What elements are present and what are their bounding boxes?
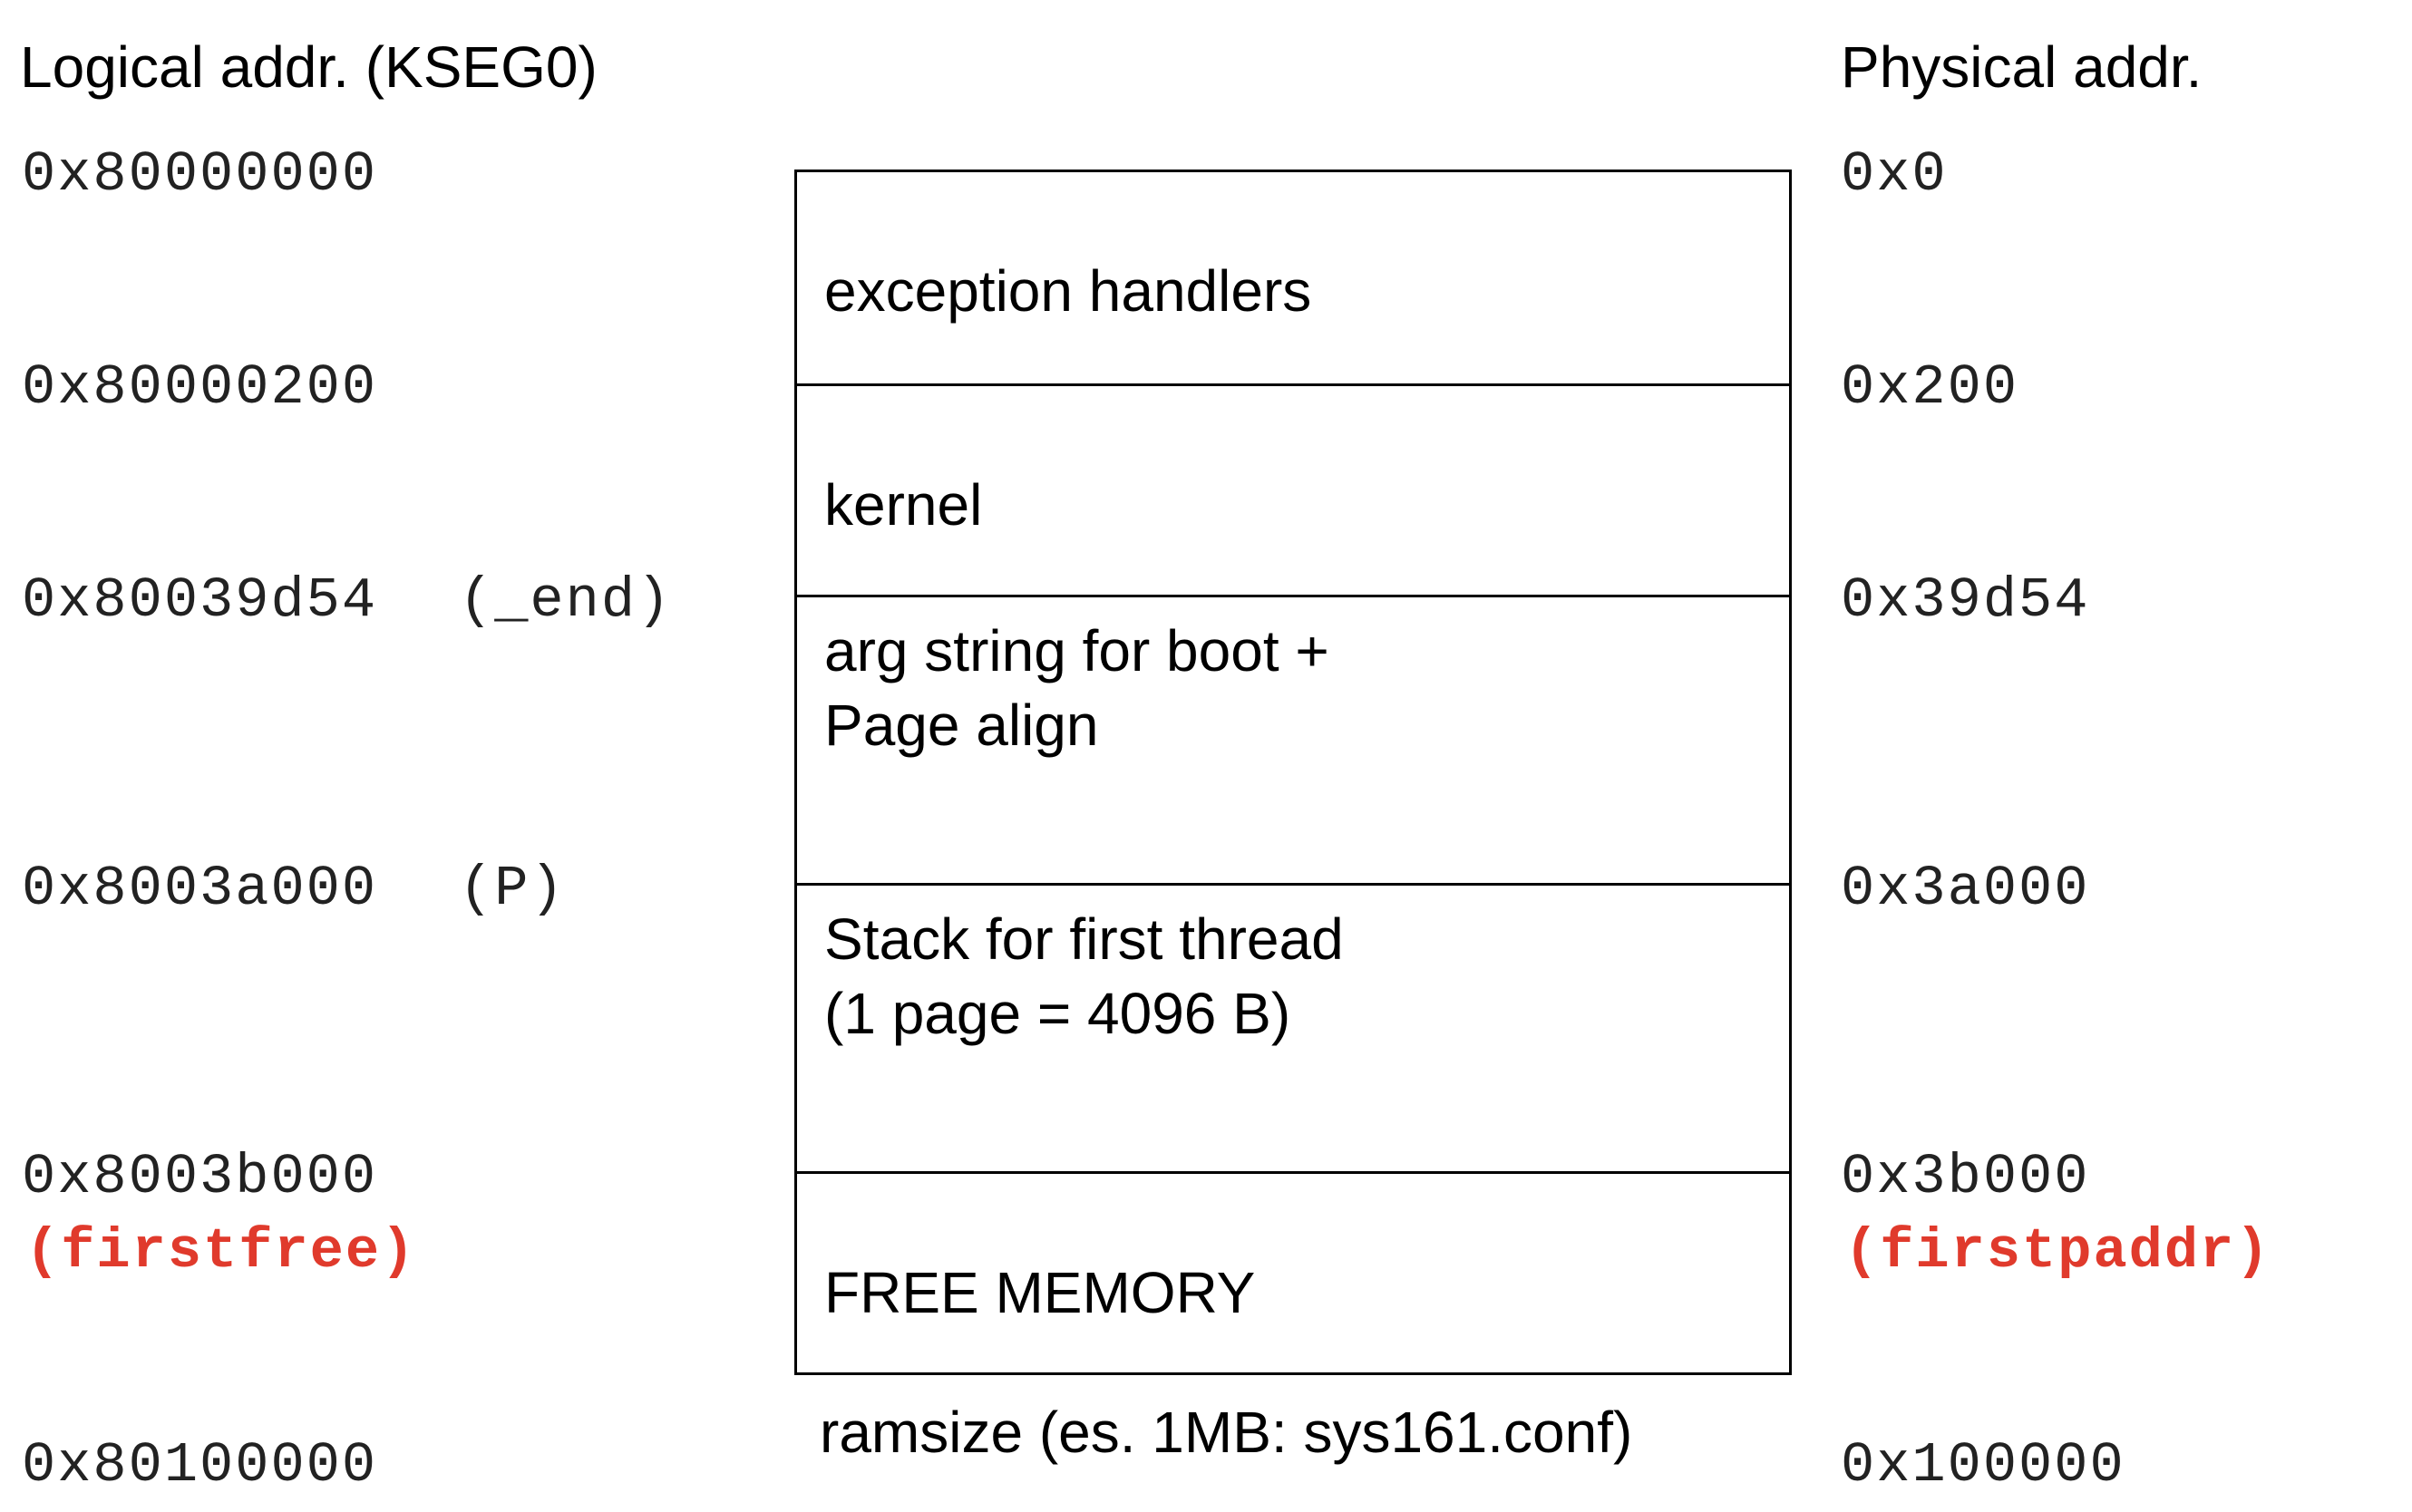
logical-addr-1: 0x80000200 <box>22 355 378 420</box>
physical-addr-3: 0x3a000 <box>1841 857 2090 921</box>
logical-addr-4: 0x8003b000 <box>22 1145 378 1209</box>
logical-addr-3-suffix: (P) <box>459 857 566 921</box>
firstfree-label: (firstfree) <box>25 1219 417 1284</box>
region-stack-first-thread: Stack for first thread (1 page = 4096 B) <box>797 883 1789 1171</box>
firstpaddr-label: (firstpaddr) <box>1844 1219 2271 1284</box>
region-label: arg string for boot + Page align <box>824 618 1329 758</box>
physical-addr-5: 0x100000 <box>1841 1433 2125 1497</box>
physical-addr-1: 0x200 <box>1841 355 2019 420</box>
physical-addr-4: 0x3b000 <box>1841 1145 2090 1209</box>
region-exception-handlers: exception handlers <box>797 172 1789 383</box>
logical-addr-2: 0x80039d54 <box>22 568 378 633</box>
physical-address-header: Physical addr. <box>1841 34 2203 100</box>
region-label: exception handlers <box>824 258 1312 324</box>
region-arg-string: arg string for boot + Page align <box>797 595 1789 883</box>
physical-addr-0: 0x0 <box>1841 142 1948 207</box>
memory-map-box: exception handlers kernel arg string for… <box>794 170 1792 1375</box>
logical-addr-3: 0x8003a000 <box>22 857 378 921</box>
physical-addr-2: 0x39d54 <box>1841 568 2090 633</box>
logical-addr-0: 0x80000000 <box>22 142 378 207</box>
region-label: Stack for first thread (1 page = 4096 B) <box>824 906 1344 1046</box>
logical-address-header: Logical addr. (KSEG0) <box>20 34 598 100</box>
ramsize-label: ramsize (es. 1MB: sys161.conf) <box>820 1400 1633 1465</box>
region-label: FREE MEMORY <box>824 1260 1256 1325</box>
logical-addr-2-suffix: (_end) <box>459 568 673 633</box>
region-label: kernel <box>824 472 983 538</box>
region-free-memory: FREE MEMORY <box>797 1171 1789 1372</box>
logical-addr-5: 0x80100000 <box>22 1433 378 1497</box>
region-kernel: kernel <box>797 383 1789 595</box>
